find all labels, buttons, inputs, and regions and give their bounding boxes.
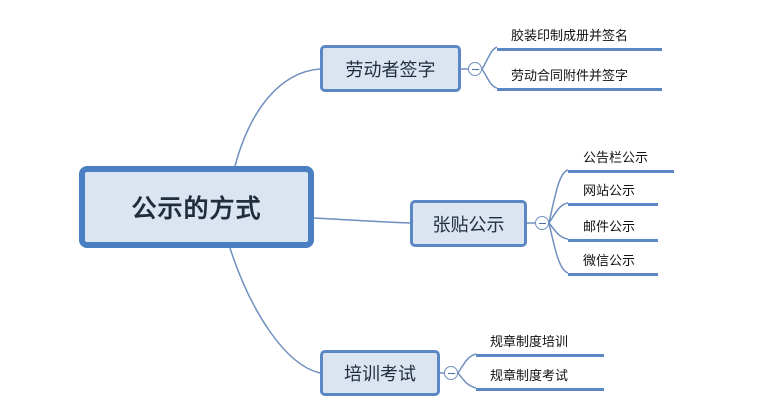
- leaf-node[interactable]: 规章制度培训: [476, 334, 604, 357]
- branch-node-posting[interactable]: 张贴公示: [410, 200, 527, 247]
- leaf-node[interactable]: 网站公示: [568, 183, 658, 206]
- branch-label: 张贴公示: [432, 214, 505, 236]
- minus-circle-icon[interactable]: [444, 366, 458, 380]
- leaf-node[interactable]: 劳动合同附件并签字: [497, 68, 662, 91]
- leaf-node[interactable]: 公告栏公示: [568, 150, 674, 173]
- leaf-node[interactable]: 规章制度考试: [476, 368, 604, 391]
- branch-label: 培训考试: [344, 364, 416, 385]
- leaf-node[interactable]: 胶装印制成册并签名: [497, 28, 662, 51]
- leaf-node[interactable]: 邮件公示: [568, 219, 658, 242]
- branch-node-training[interactable]: 培训考试: [320, 350, 440, 396]
- minus-circle-icon[interactable]: [535, 216, 549, 230]
- root-node[interactable]: 公示的方式: [79, 166, 314, 248]
- minus-circle-icon[interactable]: [468, 62, 482, 76]
- branch-label: 劳动者签字: [345, 59, 436, 81]
- branch-node-signature[interactable]: 劳动者签字: [320, 45, 461, 92]
- leaf-node[interactable]: 微信公示: [568, 253, 658, 276]
- root-label: 公示的方式: [131, 194, 262, 223]
